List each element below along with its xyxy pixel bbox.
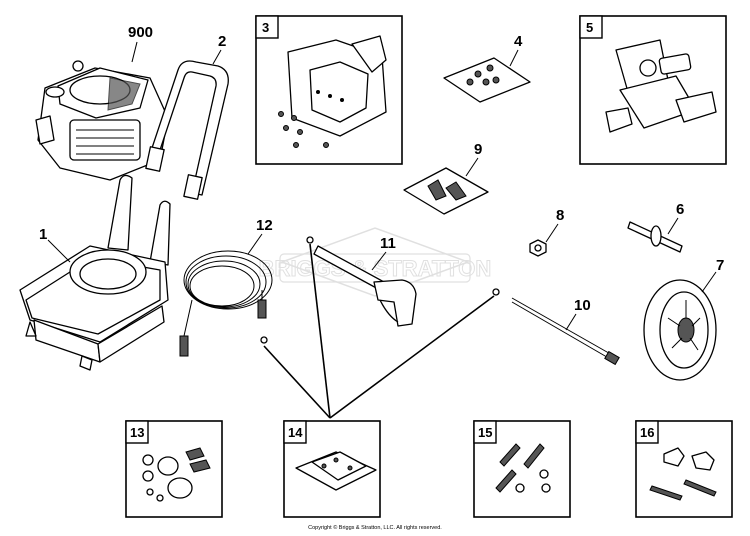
- kit-4-illustration[interactable]: [443, 57, 531, 103]
- box-5[interactable]: 5: [579, 15, 727, 165]
- leader-engine: [131, 41, 138, 63]
- engine-illustration[interactable]: [35, 60, 169, 181]
- leader-fitting-8: [545, 223, 559, 243]
- leader-wand-10: [565, 313, 577, 331]
- box-15[interactable]: 15: [473, 420, 571, 518]
- hose-12-illustration[interactable]: [179, 250, 273, 357]
- box-14-callouts: [263, 243, 495, 419]
- box-3-label: 3: [262, 20, 269, 35]
- label-handle-2: 2: [218, 33, 226, 50]
- leader-hose-12: [247, 233, 263, 255]
- label-kit-4: 4: [514, 33, 523, 50]
- label-spray-gun-11: 11: [380, 235, 396, 252]
- label-fitting-8: 8: [556, 207, 564, 224]
- label-wand-10: 10: [574, 297, 591, 314]
- box-14-label: 14: [288, 425, 303, 440]
- leader-wheel-7: [701, 271, 717, 293]
- fitting-8-illustration[interactable]: [529, 239, 547, 257]
- leader-kit-4: [509, 49, 519, 67]
- box-3[interactable]: 3: [255, 15, 403, 165]
- wheel-7-illustration[interactable]: [643, 279, 717, 381]
- leader-handle: [212, 49, 222, 65]
- box-14[interactable]: 14: [283, 420, 381, 518]
- spray-gun-11-illustration[interactable]: [306, 236, 417, 327]
- box-16[interactable]: 16: [635, 420, 733, 518]
- box-13[interactable]: 13: [125, 420, 223, 518]
- label-wheel-7: 7: [716, 257, 724, 274]
- box-15-label: 15: [478, 425, 492, 440]
- frame-illustration[interactable]: [19, 174, 171, 371]
- wand-10-illustration[interactable]: [492, 288, 620, 366]
- label-frame-1: 1: [39, 226, 47, 243]
- label-engine-900: 900: [128, 24, 153, 41]
- leader-spray-gun-11: [371, 251, 387, 271]
- box-5-label: 5: [586, 20, 593, 35]
- kit-9-illustration[interactable]: [403, 167, 489, 215]
- axle-6-illustration[interactable]: [627, 221, 683, 253]
- leader-frame: [47, 239, 71, 263]
- label-axle-6: 6: [676, 201, 684, 218]
- label-kit-9: 9: [474, 141, 482, 158]
- label-hose-12: 12: [256, 217, 273, 234]
- copyright-text: Copyright © Briggs & Stratton, LLC. All …: [308, 525, 442, 531]
- box-16-label: 16: [640, 425, 654, 440]
- handle-illustration[interactable]: [145, 60, 229, 200]
- leader-axle-6: [667, 217, 679, 235]
- leader-kit-9: [465, 157, 479, 177]
- box-13-label: 13: [130, 425, 144, 440]
